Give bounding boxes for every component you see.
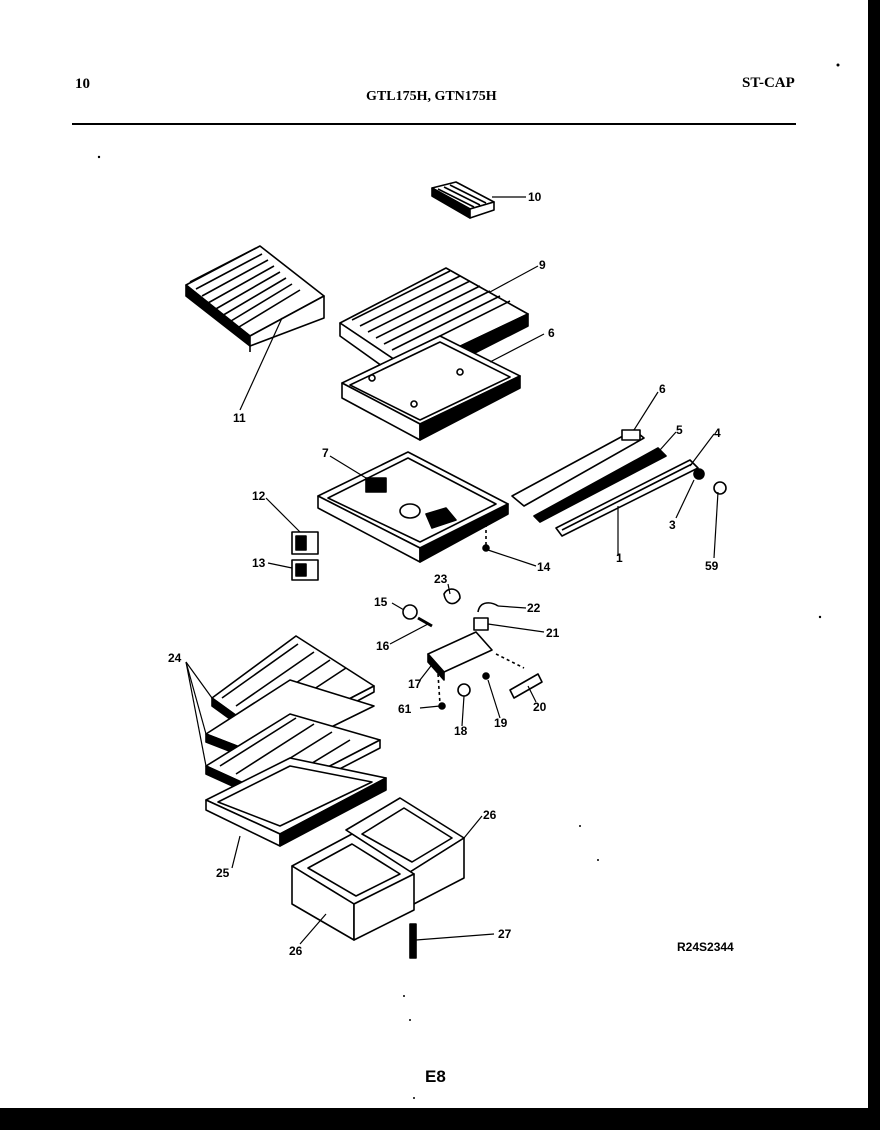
control-assembly [402, 588, 543, 710]
callout-17: 17 [408, 677, 422, 691]
scan-specks [97, 63, 840, 1099]
catalog-code: ST-CAP [742, 75, 795, 91]
page-number: 10 [75, 76, 90, 92]
callout-61: 61 [398, 702, 412, 716]
callout-9: 9 [539, 258, 546, 272]
part-1-rail [555, 459, 699, 537]
part-7-shelf [317, 451, 509, 563]
header-rule [72, 123, 796, 125]
callout-27: 27 [498, 927, 512, 941]
callout-13: 13 [252, 556, 266, 570]
callout-6b: 6 [659, 382, 666, 396]
part-11-wire-shelf [185, 245, 325, 352]
callout-22: 22 [527, 601, 541, 615]
part-27-rail [409, 923, 417, 959]
callout-25: 25 [216, 866, 230, 880]
callout-6: 6 [548, 326, 555, 340]
part-12-bracket [291, 531, 319, 555]
exploded-parts-diagram: 10 9 6 11 6 5 4 7 12 13 14 3 1 59 23 15 … [97, 63, 840, 1099]
callout-23: 23 [434, 572, 448, 586]
callout-1: 1 [616, 551, 623, 565]
callout-12: 12 [252, 489, 266, 503]
callout-5: 5 [676, 423, 683, 437]
callout-15: 15 [374, 595, 388, 609]
page-code: E8 [425, 1067, 446, 1086]
part-13-bracket [291, 559, 319, 581]
callout-10: 10 [528, 190, 542, 204]
leader-lines [185, 196, 719, 945]
model-numbers: GTL175H, GTN175H [366, 89, 497, 104]
callout-24: 24 [168, 651, 182, 665]
callout-4: 4 [714, 426, 721, 440]
part-3-fastener [693, 468, 705, 480]
callout-labels: 10 9 6 11 6 5 4 7 12 13 14 3 1 59 23 15 … [168, 190, 721, 958]
parts-sheet: 10 GTL175H, GTN175H ST-CAP [0, 0, 868, 1108]
reference-code: R24S2344 [677, 940, 734, 954]
callout-26b: 26 [289, 944, 303, 958]
part-10-grille [431, 181, 495, 219]
part-6-shelf-frame [341, 335, 521, 441]
callout-14: 14 [537, 560, 551, 574]
callout-16: 16 [376, 639, 390, 653]
callout-3: 3 [669, 518, 676, 532]
part-59-screw [713, 481, 727, 495]
part-25-crisper-cover [205, 757, 387, 847]
callout-18: 18 [454, 724, 468, 738]
callout-11: 11 [233, 411, 246, 425]
callout-21: 21 [546, 626, 560, 640]
callout-19: 19 [494, 716, 508, 730]
callout-7: 7 [322, 446, 329, 460]
part-5-rail [533, 447, 667, 523]
callout-59: 59 [705, 559, 719, 573]
part-6-rail [511, 429, 645, 507]
callout-20: 20 [533, 700, 547, 714]
callout-26: 26 [483, 808, 497, 822]
part-26-crisper-drawers [291, 797, 465, 941]
